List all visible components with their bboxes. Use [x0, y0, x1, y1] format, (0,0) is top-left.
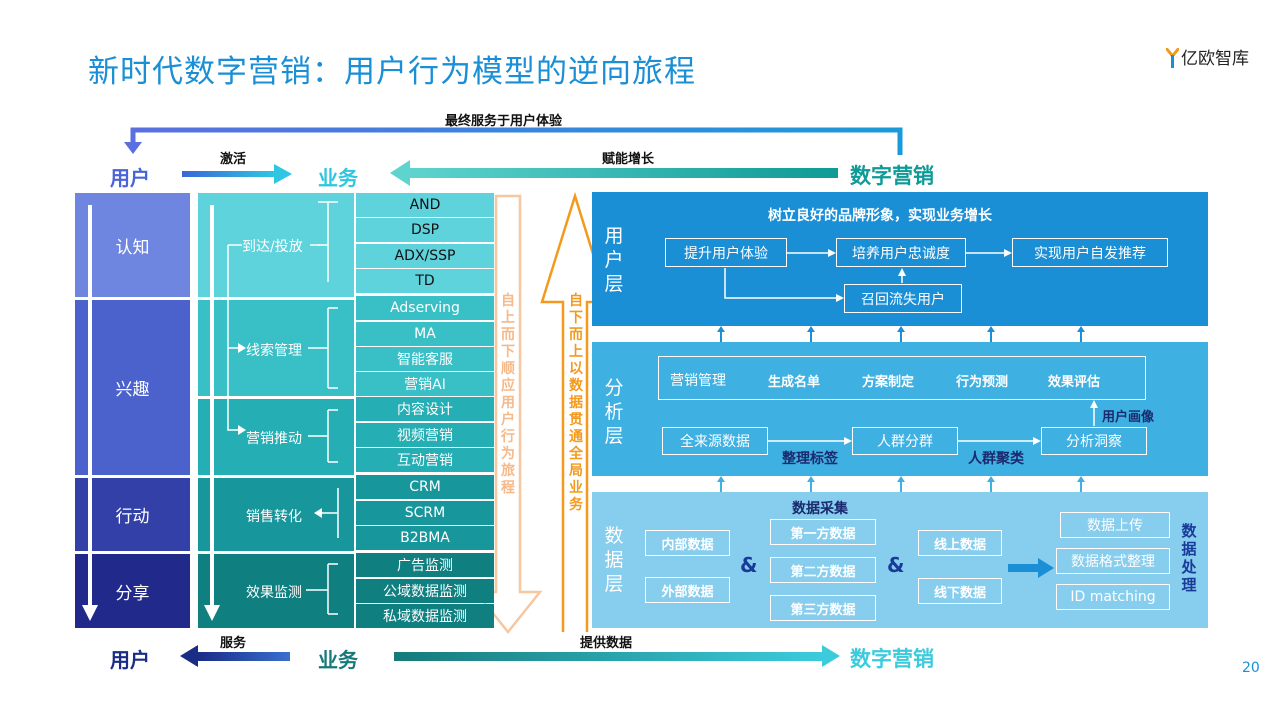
stage-share: 分享	[75, 554, 190, 628]
step-connectors	[227, 201, 339, 615]
bottom-up-arrow	[540, 191, 610, 632]
serve-label: 服务	[220, 636, 247, 651]
label-user-portrait: 用户画像	[1102, 410, 1155, 425]
tool-item: MA	[356, 321, 494, 346]
tool-item: B2BMA	[356, 525, 494, 550]
user-layer	[592, 192, 1208, 326]
empower-label: 赋能增长	[602, 152, 655, 167]
item-marketing-management: 营销管理	[670, 373, 726, 389]
item-effect-evaluation: 效果评估	[1048, 375, 1101, 390]
logo-text: 亿欧智库	[1181, 49, 1249, 69]
box-second-party-data: 第二方数据	[770, 557, 876, 583]
item-generate-list: 生成名单	[768, 375, 821, 390]
top-digital-marketing-label: 数字营销	[850, 164, 934, 188]
step-reach: 到达/投放	[242, 239, 303, 255]
step-effect-monitor: 效果监测	[246, 585, 302, 601]
box-data-format: 数据格式整理	[1056, 548, 1170, 574]
analysis-top-frame	[658, 356, 1146, 400]
box-analysis-insight: 分析洞察	[1041, 427, 1147, 455]
tool-item: 私域数据监测	[356, 603, 494, 628]
stage-awareness: 认知	[75, 193, 190, 297]
tool-item: 营销AI	[356, 372, 494, 397]
top-user-label: 用户	[110, 166, 150, 190]
analysis-layer-name: 分析层	[604, 377, 624, 447]
box-third-party-data: 第三方数据	[770, 595, 876, 621]
step-lead-management: 线索管理	[246, 343, 302, 359]
tool-item: 互动营销	[356, 448, 494, 472]
page-title: 新时代数字营销：用户行为模型的逆向旅程	[88, 54, 696, 90]
box-external-data: 外部数据	[645, 577, 730, 603]
user-layer-headline: 树立良好的品牌形象，实现业务增长	[768, 208, 992, 224]
serve-arrow	[180, 645, 290, 667]
box-id-matching: ID matching	[1056, 584, 1170, 610]
data-process-title: 数据处理	[1181, 522, 1197, 594]
process-arrow	[1008, 558, 1054, 578]
bottom-user-label: 用户	[110, 648, 150, 672]
data-layer	[592, 492, 1208, 628]
step-sales-conversion: 销售转化	[246, 509, 302, 525]
empower-arrow	[390, 160, 838, 186]
provide-data-label: 提供数据	[580, 636, 633, 651]
page-number: 20	[1242, 660, 1260, 676]
box-all-source-data: 全来源数据	[662, 427, 768, 455]
final-service-label: 最终服务于用户体验	[445, 114, 563, 129]
brand-logo: 亿欧智库	[1166, 44, 1249, 69]
layer-connectors	[717, 326, 1085, 494]
box-cultivate-loyalty: 培养用户忠诚度	[836, 238, 966, 267]
bottom-up-text: 自下而上以数据贯通全局业务	[569, 293, 583, 513]
stage-down-arrow	[82, 205, 98, 621]
box-first-party-data: 第一方数据	[770, 519, 876, 545]
data-collect-title: 数据采集	[792, 501, 848, 517]
activate-arrow	[182, 164, 292, 184]
tool-item: 内容设计	[356, 397, 494, 422]
item-plan-formulation: 方案制定	[862, 375, 915, 390]
bottom-digital-marketing-label: 数字营销	[850, 647, 934, 671]
label-organize-tags: 整理标签	[782, 451, 838, 467]
ampersand-1: &	[740, 553, 758, 577]
tool-item: 智能客服	[356, 346, 494, 371]
top-down-text: 自上而下顺应用户行为旅程	[501, 293, 515, 496]
box-improve-experience: 提升用户体验	[665, 238, 787, 267]
top-business-label: 业务	[318, 166, 358, 190]
tool-item: Adserving	[356, 296, 494, 321]
final-service-arrow	[124, 127, 903, 155]
box-data-upload: 数据上传	[1060, 512, 1170, 538]
item-behavior-prediction: 行为预测	[956, 375, 1009, 390]
step-bg-4	[198, 478, 354, 551]
step-marketing-push: 营销推动	[246, 431, 302, 447]
tool-item: DSP	[356, 218, 494, 243]
box-offline-data: 线下数据	[918, 578, 1002, 604]
tool-item: AND	[356, 193, 494, 217]
box-internal-data: 内部数据	[645, 530, 730, 556]
user-layer-name: 用户层	[604, 225, 624, 295]
logo-icon	[1166, 48, 1179, 68]
tool-item: 广告监测	[356, 553, 494, 578]
stage-interest: 兴趣	[75, 300, 190, 475]
tool-item: 视频营销	[356, 422, 494, 447]
box-spontaneous-referral: 实现用户自发推荐	[1012, 238, 1168, 267]
analysis-layer-arrows	[768, 400, 1098, 445]
stage-action: 行动	[75, 478, 190, 551]
label-crowd-clustering: 人群聚类	[968, 451, 1024, 467]
business-down-arrow	[204, 205, 220, 621]
provide-data-arrow	[394, 645, 840, 667]
box-crowd-segmentation: 人群分群	[852, 427, 958, 455]
bottom-business-label: 业务	[318, 648, 358, 672]
tool-item: ADX/SSP	[356, 243, 494, 268]
tool-item: CRM	[356, 475, 494, 500]
tool-item: 公域数据监测	[356, 578, 494, 603]
activate-label: 激活	[220, 152, 247, 167]
tool-item: SCRM	[356, 500, 494, 525]
box-recall-lost-users: 召回流失用户	[844, 284, 962, 313]
data-layer-name: 数据层	[604, 525, 624, 595]
box-online-data: 线上数据	[918, 530, 1002, 556]
analysis-layer	[592, 342, 1208, 476]
tool-item: TD	[356, 268, 494, 293]
user-layer-arrows	[724, 249, 1012, 302]
ampersand-2: &	[887, 553, 905, 577]
